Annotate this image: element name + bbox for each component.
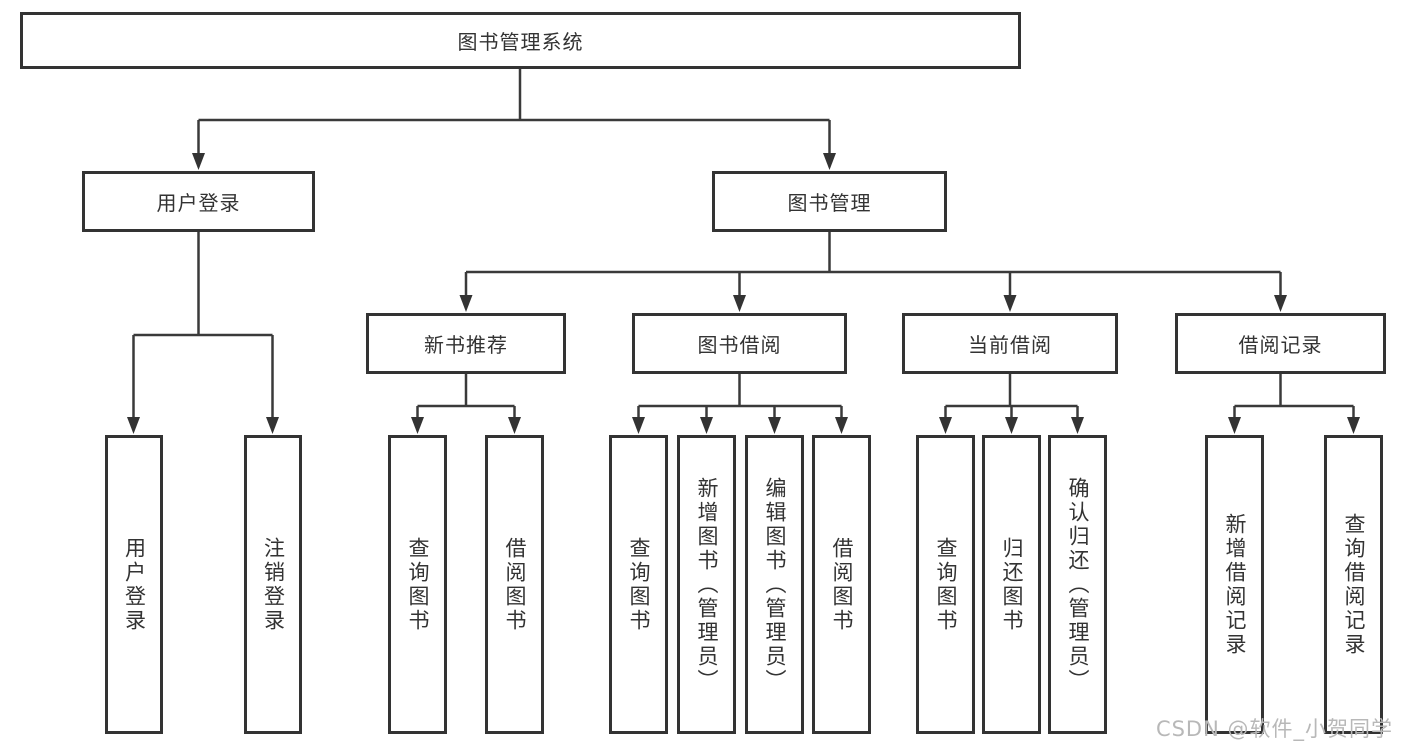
node-label: 编辑图书（管理员） bbox=[763, 476, 788, 693]
csdn-watermark: CSDN @软件_小贺同学 bbox=[1155, 717, 1393, 741]
leaf-query-book-recommend: 查询图书 bbox=[388, 435, 447, 734]
connector-book-borrow-to-leaves bbox=[632, 374, 848, 434]
arrowhead bbox=[459, 295, 473, 312]
node-label: 用户登录 bbox=[156, 191, 241, 215]
node-label: 查询图书 bbox=[934, 536, 959, 633]
leaf-user-login: 用户登录 bbox=[105, 435, 163, 734]
node-label: 新增图书（管理员） bbox=[695, 476, 720, 693]
arrowhead bbox=[192, 153, 205, 170]
connector-new-book-recommend-to-leaves bbox=[411, 374, 521, 434]
arrowhead bbox=[768, 417, 781, 434]
leaf-query-book-current: 查询图书 bbox=[916, 435, 975, 734]
node-label: 图书管理 bbox=[787, 191, 872, 215]
arrowhead bbox=[1003, 295, 1017, 312]
arrowhead bbox=[823, 153, 836, 170]
arrowhead bbox=[1005, 417, 1018, 434]
arrowhead bbox=[1274, 295, 1287, 312]
arrowhead bbox=[1228, 417, 1241, 434]
node-book-borrow: 图书借阅 bbox=[632, 313, 847, 374]
leaf-query-book-borrow: 查询图书 bbox=[609, 435, 668, 734]
node-borrow-record: 借阅记录 bbox=[1175, 313, 1386, 374]
leaf-add-borrow-record: 新增借阅记录 bbox=[1205, 435, 1264, 734]
node-label: 查询借阅记录 bbox=[1342, 512, 1367, 657]
leaf-edit-book-admin: 编辑图书（管理员） bbox=[745, 435, 804, 734]
leaf-query-borrow-record: 查询借阅记录 bbox=[1324, 435, 1383, 734]
arrowhead bbox=[1071, 417, 1084, 434]
arrowhead bbox=[835, 417, 848, 434]
leaf-confirm-return-admin: 确认归还（管理员） bbox=[1048, 435, 1107, 734]
arrowhead bbox=[700, 417, 713, 434]
connector-book-management-to-level3 bbox=[459, 232, 1287, 312]
connector-borrow-record-to-leaves bbox=[1228, 374, 1360, 434]
node-label: 新增借阅记录 bbox=[1223, 512, 1248, 657]
node-current-borrow: 当前借阅 bbox=[902, 313, 1118, 374]
node-label: 用户登录 bbox=[122, 536, 147, 633]
node-label: 借阅图书 bbox=[830, 536, 855, 633]
node-label: 新书推荐 bbox=[424, 333, 508, 357]
node-label: 确认归还（管理员） bbox=[1066, 476, 1091, 693]
node-label: 图书管理系统 bbox=[457, 30, 584, 54]
leaf-return-book: 归还图书 bbox=[982, 435, 1041, 734]
leaf-borrow-book-recommend: 借阅图书 bbox=[485, 435, 544, 734]
node-label: 当前借阅 bbox=[968, 333, 1052, 357]
arrowhead bbox=[1347, 417, 1360, 434]
arrowhead bbox=[411, 417, 424, 434]
leaf-add-book-admin: 新增图书（管理员） bbox=[677, 435, 736, 734]
node-label: 查询图书 bbox=[406, 536, 431, 633]
node-user-login: 用户登录 bbox=[82, 171, 315, 232]
node-label: 注销登录 bbox=[261, 536, 286, 633]
arrowhead bbox=[939, 417, 952, 434]
node-label: 借阅记录 bbox=[1238, 333, 1323, 357]
node-new-book-recommend: 新书推荐 bbox=[366, 313, 566, 374]
node-root-library-management-system: 图书管理系统 bbox=[20, 12, 1021, 69]
connector-root-to-level2 bbox=[192, 69, 836, 170]
arrowhead bbox=[508, 417, 521, 434]
node-label: 借阅图书 bbox=[503, 536, 528, 633]
node-book-management: 图书管理 bbox=[712, 171, 947, 232]
node-label: 图书借阅 bbox=[697, 333, 782, 357]
connector-current-borrow-to-leaves bbox=[939, 374, 1084, 434]
leaf-logout: 注销登录 bbox=[244, 435, 302, 734]
leaf-borrow-book: 借阅图书 bbox=[812, 435, 871, 734]
arrowhead bbox=[733, 295, 746, 312]
arrowhead bbox=[127, 417, 140, 434]
arrowhead bbox=[266, 417, 279, 434]
node-label: 归还图书 bbox=[1000, 536, 1025, 633]
arrowhead bbox=[632, 417, 645, 434]
node-label: 查询图书 bbox=[627, 536, 652, 633]
connector-user-login-to-leaves bbox=[127, 232, 279, 434]
